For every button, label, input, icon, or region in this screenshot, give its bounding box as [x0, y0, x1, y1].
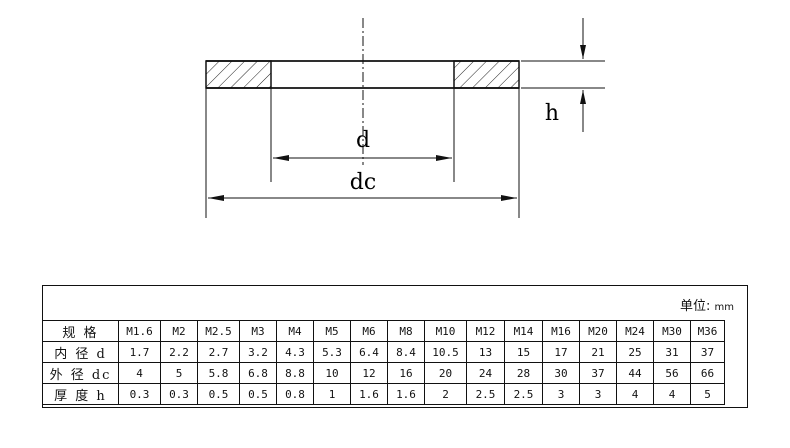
table-cell: M16 [542, 320, 580, 342]
table-cell: 2 [424, 383, 467, 405]
washer-section [205, 60, 520, 89]
row-header: 内 径 d [42, 341, 119, 363]
table-cell: 20 [424, 362, 467, 384]
table-cell: 6.4 [350, 341, 388, 363]
table-cell: 56 [653, 362, 691, 384]
table-cell: 16 [387, 362, 425, 384]
row-header: 外 径 dc [42, 362, 119, 384]
table-cell: M6 [350, 320, 388, 342]
table-cell: 4.3 [276, 341, 314, 363]
table-cell: 44 [616, 362, 654, 384]
table-cell: M2 [160, 320, 198, 342]
dimension-dc: dc [208, 170, 517, 201]
table-cell: 24 [466, 362, 505, 384]
table-cell: 1.6 [350, 383, 388, 405]
table-cell: 13 [466, 341, 505, 363]
table-cell: 1.6 [387, 383, 425, 405]
table-cell: 4 [653, 383, 691, 405]
label-h: h [545, 101, 559, 126]
table-cell: 17 [542, 341, 580, 363]
row-header: 规 格 [42, 320, 119, 342]
table-cell: 30 [542, 362, 580, 384]
table-cell: 4 [118, 362, 161, 384]
table-cell: M2.5 [197, 320, 240, 342]
label-d: d [356, 128, 370, 153]
table-cell: 4 [616, 383, 654, 405]
row-header: 厚 度 h [42, 383, 119, 405]
table-cell: M8 [387, 320, 425, 342]
table-cell: 10 [313, 362, 351, 384]
table-cell: 1 [313, 383, 351, 405]
table-cell: M24 [616, 320, 654, 342]
table-cell: 3.2 [239, 341, 277, 363]
table-cell: M14 [504, 320, 543, 342]
table-cell: 3 [579, 383, 617, 405]
table-cell: M4 [276, 320, 314, 342]
table-cell: 37 [690, 341, 725, 363]
table-cell: 2.5 [466, 383, 505, 405]
table-cell: 8.4 [387, 341, 425, 363]
table-cell: M1.6 [118, 320, 161, 342]
extension-lines [205, 60, 605, 218]
table-cell: 31 [653, 341, 691, 363]
table-cell: 5 [160, 362, 198, 384]
table-cell: 66 [690, 362, 725, 384]
table-cell: M12 [466, 320, 505, 342]
table-cell: 0.3 [160, 383, 198, 405]
table-cell: 0.5 [239, 383, 277, 405]
table-cell: 5.3 [313, 341, 351, 363]
table-cell: 2.5 [504, 383, 543, 405]
table-cell: M5 [313, 320, 351, 342]
dimension-d: d [273, 128, 452, 161]
table-cell: M30 [653, 320, 691, 342]
table-cell: 37 [579, 362, 617, 384]
table-cell: 10.5 [424, 341, 467, 363]
dimension-h: h [545, 18, 586, 132]
table-cell: 21 [579, 341, 617, 363]
table-cell: 0.3 [118, 383, 161, 405]
table-cell: 8.8 [276, 362, 314, 384]
washer-drawing: d dc h [205, 18, 605, 218]
table-cell: 2.7 [197, 341, 240, 363]
table-cell: 28 [504, 362, 543, 384]
label-dc: dc [350, 170, 376, 195]
unit-value: mm [714, 302, 735, 313]
table-cell: M3 [239, 320, 277, 342]
table-cell: 5.8 [197, 362, 240, 384]
table-cell: 0.5 [197, 383, 240, 405]
table-cell: 25 [616, 341, 654, 363]
table-cell: 2.2 [160, 341, 198, 363]
table-cell: 3 [542, 383, 580, 405]
unit-label: 单位: [680, 299, 711, 314]
table-cell: M36 [690, 320, 725, 342]
table-cell: 15 [504, 341, 543, 363]
table-cell: 5 [690, 383, 725, 405]
table-cell: 12 [350, 362, 388, 384]
table-cell: M10 [424, 320, 467, 342]
table-cell: M20 [579, 320, 617, 342]
unit-note: 单位: mm [680, 295, 734, 314]
table-cell: 1.7 [118, 341, 161, 363]
table-cell: 0.8 [276, 383, 314, 405]
table-cell: 6.8 [239, 362, 277, 384]
